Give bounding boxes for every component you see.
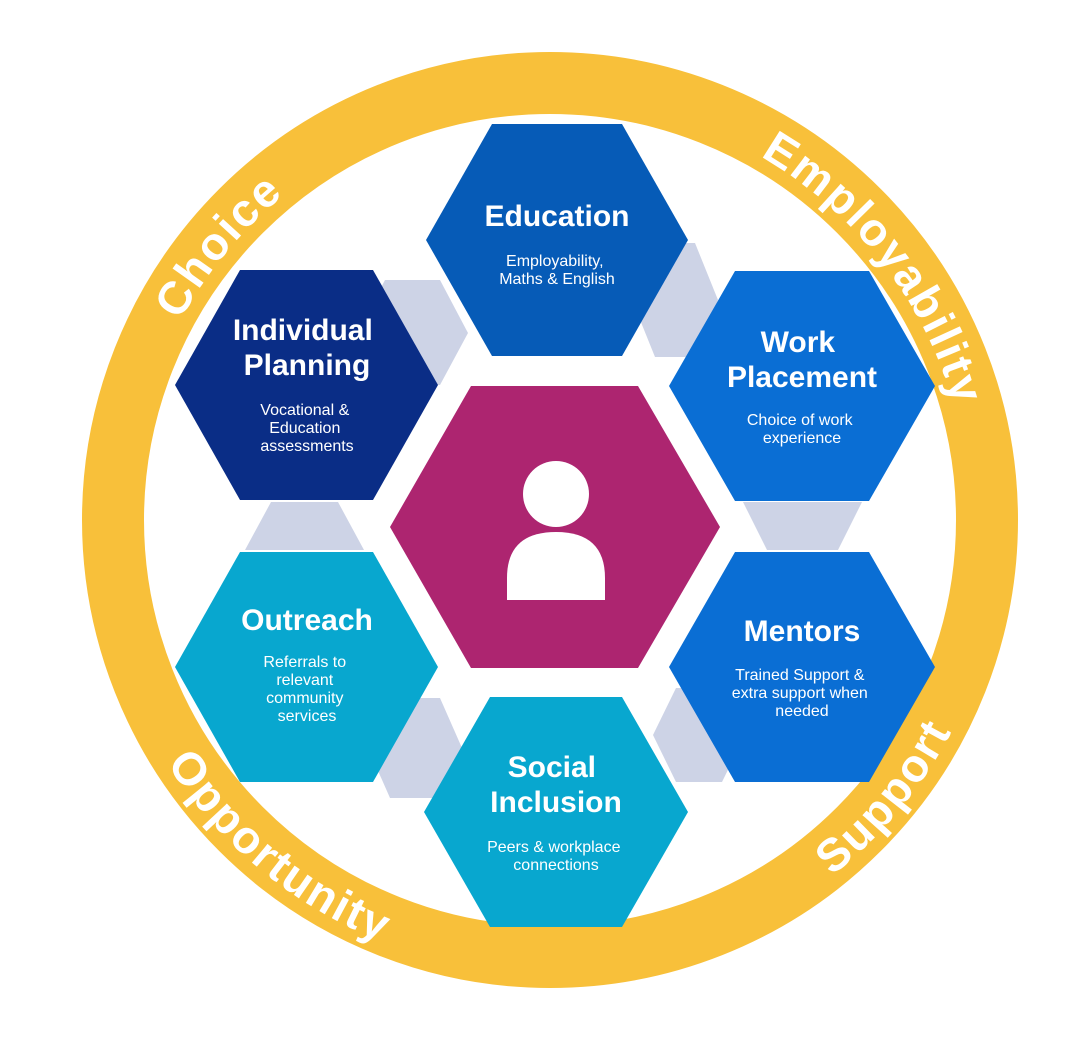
hexagon-description: Choice of work experience (747, 412, 857, 447)
person-head (523, 461, 589, 527)
title-line: Outreach (241, 604, 373, 637)
title-line: Social (508, 751, 596, 784)
hexagon-shape (424, 697, 688, 927)
description-line: Peers & workplace (487, 839, 620, 856)
hexagon-shape (669, 552, 935, 782)
hexagon-title: Outreach (241, 604, 373, 637)
hexagon-mentors: Mentors Trained Support & extra support … (669, 552, 935, 782)
description-line: Employability, (506, 253, 604, 270)
hexagon-shape (669, 271, 935, 501)
outer-ring (82, 52, 1018, 988)
hexagon-shape (175, 270, 438, 500)
hexagon-description: Trained Support & extra support when nee… (732, 667, 873, 720)
description-line: assessments (260, 438, 353, 455)
description-line: Choice of work (747, 412, 854, 429)
title-line: Individual (233, 314, 373, 347)
description-line: Vocational & (260, 402, 349, 419)
description-line: services (278, 708, 337, 725)
hexagon-description: Peers & workplace connections (487, 839, 625, 874)
hexagon-description: Employability, Maths & English (499, 253, 615, 288)
ring-word-independence: Independence (0, 0, 15, 10)
hexagon-title: Work Placement (727, 326, 877, 394)
hexagon-description: Vocational & Education assessments (260, 402, 353, 455)
title-line: Work (761, 326, 836, 359)
hexagon-description: Referrals to relevant community services (263, 654, 350, 725)
center-hexagon (390, 386, 720, 668)
title-line: Planning (244, 349, 371, 382)
description-line: needed (775, 703, 828, 720)
hexagon-title: Education (484, 200, 629, 233)
hexagon-work-placement: Work Placement Choice of work experience (669, 271, 935, 501)
title-line: Education (484, 200, 629, 233)
hexagon-outreach: Outreach Referrals to relevant community… (175, 552, 438, 782)
hexagon-title: Mentors (744, 615, 861, 648)
hexagon-education: Education Employability, Maths & English (426, 124, 688, 356)
description-line: connections (513, 857, 598, 874)
title-line: Placement (727, 361, 877, 394)
description-line: Referrals to (263, 654, 346, 671)
hexagon-shape (426, 124, 688, 356)
hexagon-individual-planning: Individual Planning Vocational & Educati… (175, 270, 438, 500)
description-line: extra support when (732, 685, 868, 702)
person-icon (507, 461, 605, 600)
ring-word-communication: Communication (0, 0, 21, 10)
description-line: experience (763, 430, 841, 447)
description-line: community (266, 690, 343, 707)
hexagon-title: Individual Planning (233, 314, 381, 382)
hexagon-shape (175, 552, 438, 782)
hexagon-social-inclusion: Social Inclusion Peers & workplace conne… (424, 697, 688, 927)
description-line: Maths & English (499, 271, 615, 288)
description-line: relevant (276, 672, 333, 689)
description-line: Trained Support & (735, 667, 865, 684)
connector-shape (743, 502, 862, 550)
hexagon-title: Social Inclusion (490, 751, 622, 819)
description-line: Education (269, 420, 340, 437)
connector-shape (245, 502, 364, 550)
title-line: Inclusion (490, 786, 622, 819)
title-line: Mentors (744, 615, 861, 648)
person-body (507, 532, 605, 600)
